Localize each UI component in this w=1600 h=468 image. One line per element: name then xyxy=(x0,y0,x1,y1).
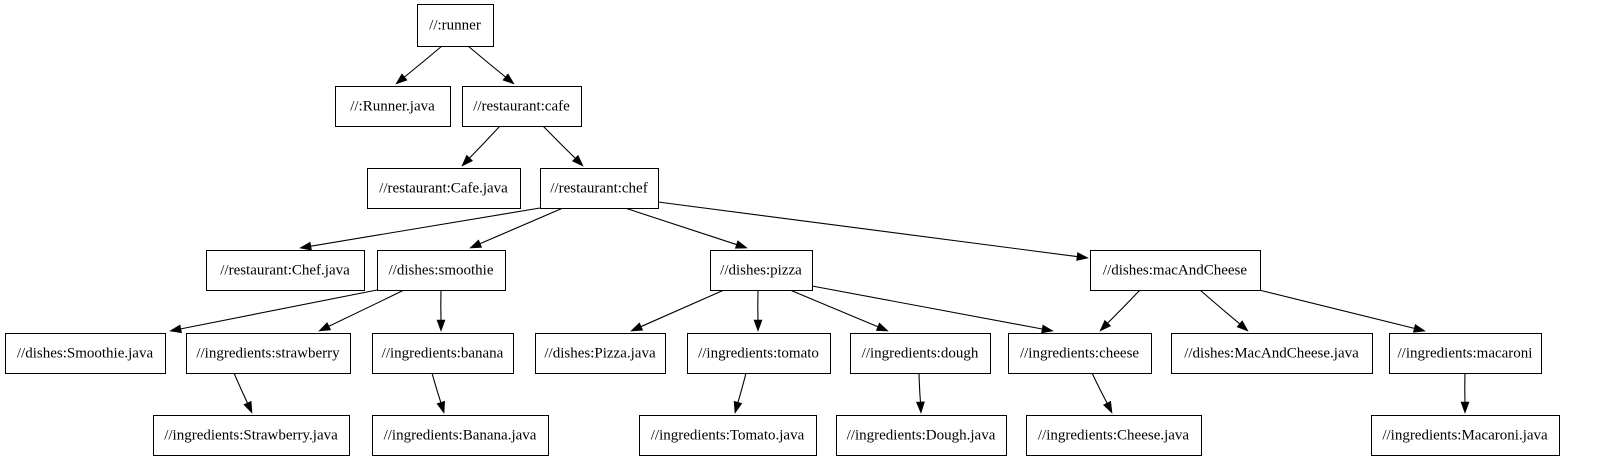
node-macaroni[interactable]: //ingredients:macaroni xyxy=(1389,333,1542,374)
node-label: //ingredients:banana xyxy=(382,345,504,361)
edge-pizza-to-pizza_java xyxy=(630,289,725,332)
node-label: //restaurant:cafe xyxy=(473,98,570,114)
edge-restaurant_chef-to-chef_java xyxy=(299,207,541,251)
edge-macandcheese-to-cheese xyxy=(1099,289,1141,332)
edge-pizza-to-tomato xyxy=(753,289,763,332)
node-label: //ingredients:Cheese.java xyxy=(1038,427,1190,443)
edge-restaurant_chef-to-macandcheese xyxy=(657,201,1089,261)
edge-runner-to-restaurant_cafe xyxy=(467,45,515,85)
node-banana_java[interactable]: //ingredients:Banana.java xyxy=(372,415,549,456)
node-label: //dishes:macAndCheese xyxy=(1103,262,1247,278)
edge-restaurant_chef-to-smoothie xyxy=(469,207,564,249)
node-tomato[interactable]: //ingredients:tomato xyxy=(687,333,831,374)
node-label: //dishes:MacAndCheese.java xyxy=(1184,345,1359,361)
node-strawberry_java[interactable]: //ingredients:Strawberry.java xyxy=(153,415,350,456)
node-label: //ingredients:Dough.java xyxy=(847,427,996,443)
node-runner[interactable]: //:runner xyxy=(417,4,494,47)
node-strawberry[interactable]: //ingredients:strawberry xyxy=(186,333,351,374)
edge-restaurant_cafe-to-restaurant_chef xyxy=(542,125,584,167)
edge-smoothie-to-strawberry xyxy=(318,289,405,332)
edge-smoothie-to-smoothie_java xyxy=(169,289,378,334)
edge-dough-to-dough_java xyxy=(916,372,925,414)
edge-banana-to-banana_java xyxy=(431,372,445,414)
node-restaurant_cafe[interactable]: //restaurant:cafe xyxy=(462,86,582,127)
node-label: //ingredients:Strawberry.java xyxy=(164,427,338,443)
node-cheese_java[interactable]: //ingredients:Cheese.java xyxy=(1026,415,1202,456)
node-label: //dishes:pizza xyxy=(720,262,802,278)
edge-restaurant_cafe-to-cafe_java xyxy=(461,125,501,167)
node-banana[interactable]: //ingredients:banana xyxy=(372,333,514,374)
edge-runner-to-runner_java xyxy=(395,45,443,85)
edge-macandcheese-to-macaroni xyxy=(1258,289,1426,333)
edge-smoothie-to-banana xyxy=(436,289,446,332)
node-label: //dishes:Pizza.java xyxy=(544,345,656,361)
node-chef_java[interactable]: //restaurant:Chef.java xyxy=(206,250,365,291)
node-label: //restaurant:Cafe.java xyxy=(379,180,508,196)
node-pizza[interactable]: //dishes:pizza xyxy=(710,250,813,291)
node-label: //dishes:Smoothie.java xyxy=(17,345,154,361)
node-label: //ingredients:macaroni xyxy=(1398,345,1533,361)
edge-pizza-to-dough xyxy=(789,289,889,332)
node-label: //ingredients:Macaroni.java xyxy=(1382,427,1548,443)
node-label: //restaurant:chef xyxy=(550,180,647,196)
node-smoothie[interactable]: //dishes:smoothie xyxy=(377,250,506,291)
edge-pizza-to-cheese xyxy=(811,285,1054,334)
edge-cheese-to-cheese_java xyxy=(1091,372,1113,414)
node-pizza_java[interactable]: //dishes:Pizza.java xyxy=(535,333,666,374)
node-label: //:runner xyxy=(429,17,481,33)
node-tomato_java[interactable]: //ingredients:Tomato.java xyxy=(639,415,817,456)
edges-layer xyxy=(169,45,1470,414)
nodes-layer: //:runner //:Runner.java //restaurant:cafe… xyxy=(5,4,1560,456)
node-macandcheese_java[interactable]: //dishes:MacAndCheese.java xyxy=(1171,333,1373,374)
node-label: //dishes:smoothie xyxy=(389,262,494,278)
node-label: //ingredients:dough xyxy=(862,345,979,361)
edge-restaurant_chef-to-pizza xyxy=(624,207,748,249)
edge-tomato-to-tomato_java xyxy=(733,372,747,414)
node-label: //:Runner.java xyxy=(350,98,435,114)
node-macaroni_java[interactable]: //ingredients:Macaroni.java xyxy=(1371,415,1560,456)
node-label: //ingredients:tomato xyxy=(698,345,819,361)
node-dough[interactable]: //ingredients:dough xyxy=(850,333,991,374)
node-dough_java[interactable]: //ingredients:Dough.java xyxy=(836,415,1007,456)
node-smoothie_java[interactable]: //dishes:Smoothie.java xyxy=(5,333,166,374)
node-macandcheese[interactable]: //dishes:macAndCheese xyxy=(1090,250,1261,291)
node-label: //restaurant:Chef.java xyxy=(220,262,350,278)
node-label: //ingredients:strawberry xyxy=(196,345,340,361)
node-restaurant_chef[interactable]: //restaurant:chef xyxy=(540,168,659,209)
edge-strawberry-to-strawberry_java xyxy=(233,372,253,414)
edge-macaroni-to-macaroni_java xyxy=(1460,372,1470,414)
edge-macandcheese-to-macandcheese_java xyxy=(1199,289,1249,332)
node-label: //ingredients:Tomato.java xyxy=(651,427,805,443)
node-runner_java[interactable]: //:Runner.java xyxy=(335,86,451,127)
node-label: //ingredients:Banana.java xyxy=(384,427,537,443)
node-cheese[interactable]: //ingredients:cheese xyxy=(1008,333,1152,374)
node-cafe_java[interactable]: //restaurant:Cafe.java xyxy=(367,168,521,209)
node-label: //ingredients:cheese xyxy=(1020,345,1139,361)
